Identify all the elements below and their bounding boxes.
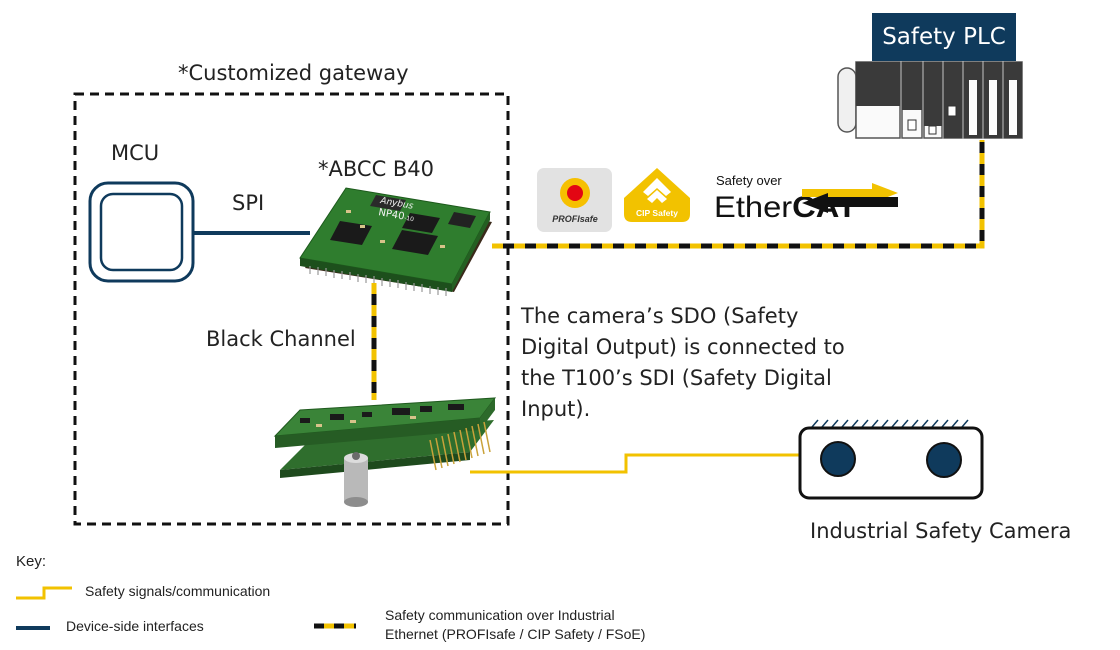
black-channel-label: Black Channel: [206, 327, 356, 351]
t100-board-image: [273, 397, 497, 507]
mcu-label: MCU: [111, 141, 160, 165]
spi-label: SPI: [232, 191, 265, 215]
abcc-label: *ABCC B40: [318, 157, 435, 181]
cip-safety-logo: CIP Safety: [624, 168, 690, 222]
gateway-boundary: [73, 92, 510, 526]
key-title: Key:: [16, 553, 47, 570]
cip-safety-logo-text: CIP Safety: [636, 208, 678, 218]
safety-camera-icon: [798, 419, 984, 500]
module-model-main: NP40: [377, 207, 405, 222]
mcu-icon: [88, 181, 195, 283]
key-item-safety-signals: Safety signals/communication: [85, 583, 271, 599]
connection-description: The camera’s SDO (Safety Digital Output)…: [521, 304, 845, 421]
module-model-text: NP40-10: [377, 207, 415, 224]
safety-plc-label: Safety PLC: [872, 13, 1016, 61]
ethercat-top-text: Safety over: [716, 173, 782, 188]
profisafe-logo-text: PROFIsafe: [552, 214, 598, 224]
profisafe-logo: PROFIsafe: [537, 168, 612, 232]
ethercat-ether-text: Ether: [714, 191, 792, 224]
module-model-suffix: -10: [404, 215, 415, 224]
safety-signal-line: [470, 453, 800, 474]
gateway-label: *Customized gateway: [178, 61, 409, 85]
key-safety-signal-symbol: [16, 586, 72, 600]
safety-plc-image: [837, 61, 1023, 139]
key-item-device-interfaces: Device-side interfaces: [66, 618, 204, 634]
camera-label: Industrial Safety Camera: [810, 519, 1072, 543]
ethercat-logo: Safety over EtherCAT: [714, 173, 898, 224]
industrial-ethernet-line: [492, 140, 985, 249]
key-item-ethernet-safety: Safety communication over Industrial Eth…: [385, 607, 646, 642]
abcc-module-image: Anybus NP40-10: [299, 187, 492, 296]
